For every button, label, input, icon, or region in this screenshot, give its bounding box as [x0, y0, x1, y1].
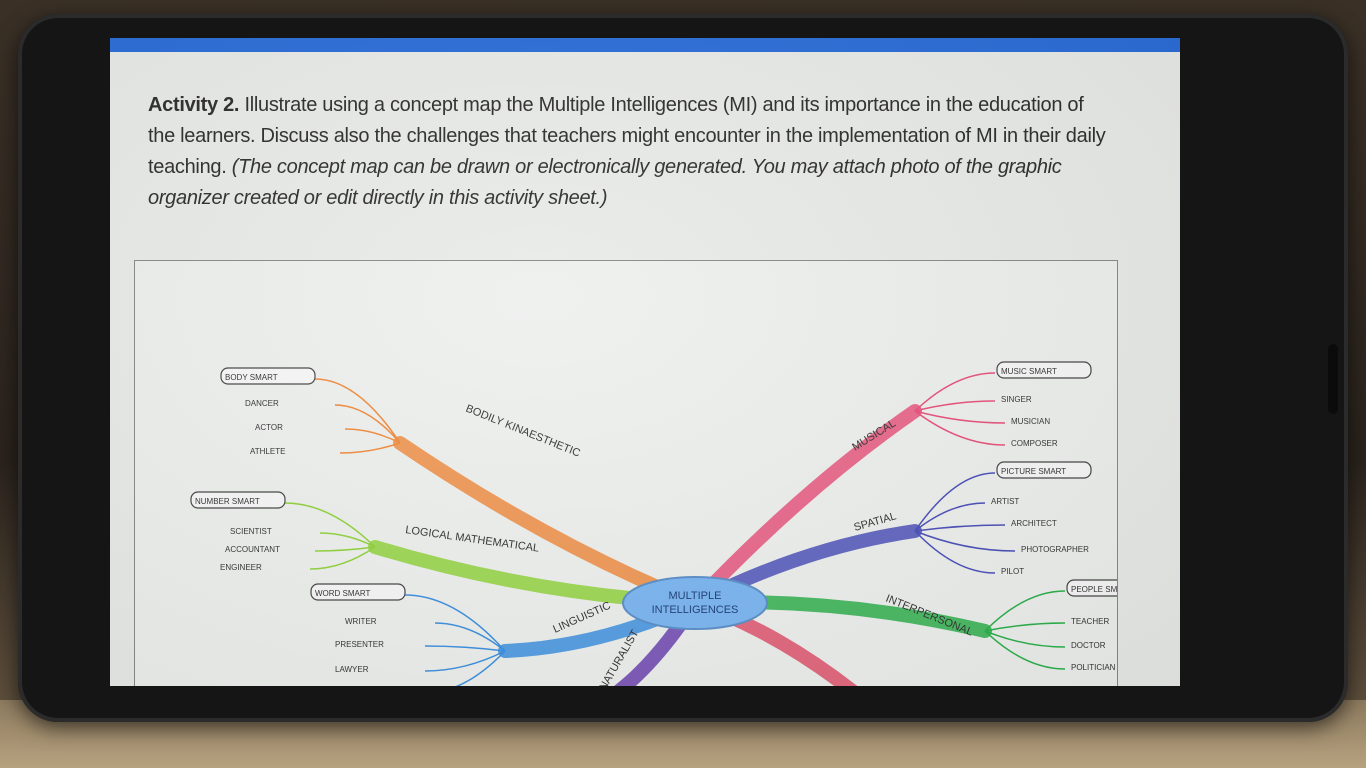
activity-instructions: Activity 2. Illustrate using a concept m…	[148, 90, 1108, 214]
leaf-line	[339, 442, 401, 454]
leaf-label: ATHLETE	[250, 447, 285, 456]
leaf-line	[914, 472, 996, 532]
leaf-line	[404, 594, 506, 652]
leaf-label: PILOT	[1001, 567, 1024, 576]
concept-map-frame: BODILY KINAESTHETIC BODY SMART DANCER ACTOR…	[134, 260, 1118, 686]
leaf-label: ACTOR	[255, 423, 283, 432]
leaf-label: LAWYER	[335, 665, 369, 674]
leaf-box	[190, 491, 286, 509]
leaf-label: SINGER	[1001, 395, 1032, 404]
leaf-line	[914, 410, 1006, 424]
activity-label: Activity 2.	[148, 94, 240, 116]
leaf-label: ARTIST	[991, 497, 1019, 506]
leaf-line	[319, 532, 376, 548]
leaf-line	[914, 530, 1016, 552]
leaf-line	[314, 546, 376, 552]
leaf-label: PICTURE SMART	[1001, 467, 1066, 476]
center-node	[622, 576, 768, 630]
leaf-line	[424, 650, 506, 672]
leaf-line	[984, 622, 1066, 632]
leaf-label: PRESENTER	[335, 640, 384, 649]
leaf-label: MUSIC SMART	[1001, 367, 1057, 376]
leaf-label: PHOTOGRAPHER	[1021, 545, 1089, 554]
leaf-line	[984, 630, 1066, 648]
leaf-line	[914, 410, 1006, 446]
leaf-line	[344, 428, 401, 444]
leaf-label: DANCER	[245, 399, 279, 408]
center-label-line2: INTELLIGENCES	[652, 604, 739, 616]
leaf-label: COMPOSER	[1011, 439, 1058, 448]
leaf-line	[914, 372, 996, 412]
leaf-label: TEACHER	[1071, 617, 1109, 626]
leaf-line	[284, 502, 376, 548]
activity-body: Illustrate using a concept map the Multi…	[148, 94, 1106, 178]
leaf-label: POLITICIAN	[1071, 663, 1116, 672]
leaf-line	[914, 530, 996, 574]
leaf-label: ARCHITECT	[1011, 519, 1057, 528]
branch-line	[688, 404, 922, 610]
leaf-line	[984, 590, 1066, 632]
screen-top-bar	[110, 38, 1180, 52]
leaf-box	[996, 461, 1092, 479]
leaf-line	[434, 622, 506, 652]
leaf-box	[220, 367, 316, 385]
leaf-label: PEOPLE SMART	[1071, 585, 1117, 594]
leaf-line	[314, 378, 401, 444]
phone-camera	[1328, 344, 1338, 414]
leaf-box	[1066, 579, 1117, 597]
leaf-label: MUSICIAN	[1011, 417, 1050, 426]
leaf-label: ACCOUNTANT	[225, 545, 280, 554]
branch-label: BODILY KINAESTHETIC	[464, 403, 582, 460]
leaf-line	[424, 645, 506, 652]
leaf-label: WORD SMART	[315, 589, 371, 598]
phone-screen: Activity 2. Illustrate using a concept m…	[110, 38, 1180, 686]
leaf-line	[455, 650, 506, 686]
activity-note: (The concept map can be drawn or electro…	[148, 156, 1062, 209]
leaf-line	[914, 524, 1006, 532]
leaf-box	[310, 583, 406, 601]
leaf-line	[914, 502, 986, 532]
leaf-label: DOCTOR	[1071, 641, 1106, 650]
leaf-line	[334, 404, 401, 444]
leaf-label: SCIENTIST	[230, 527, 272, 536]
leaf-label: NUMBER SMART	[195, 497, 260, 506]
leaf-label: WRITER	[345, 617, 377, 626]
leaf-line	[984, 630, 1066, 670]
leaf-box	[996, 361, 1092, 379]
leaf-label: BODY SMART	[225, 373, 278, 382]
center-label-line1: MULTIPLE	[669, 590, 722, 602]
branch-line	[393, 436, 702, 610]
branch-label: LOGICAL MATHEMATICAL	[405, 524, 540, 555]
leaf-label: ENGINEER	[220, 563, 262, 572]
leaf-line	[309, 546, 376, 570]
leaf-line	[914, 400, 996, 412]
concept-map: BODILY KINAESTHETIC BODY SMART DANCER ACTOR…	[190, 361, 1117, 686]
